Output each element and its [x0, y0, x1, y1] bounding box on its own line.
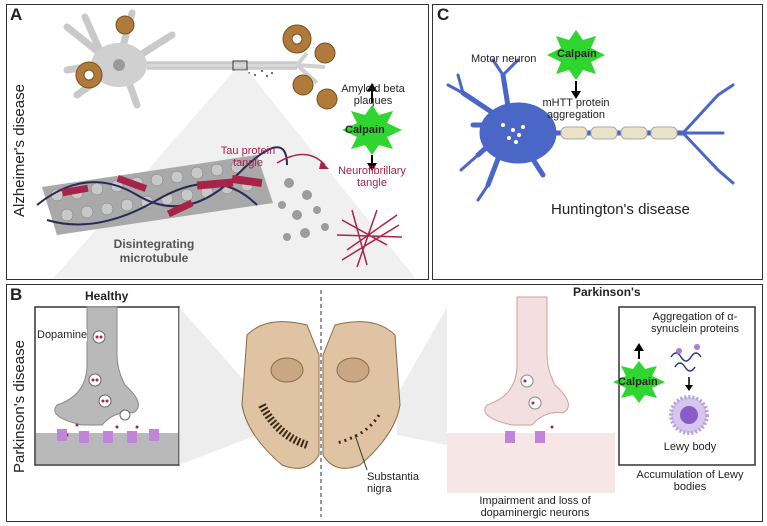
tau-label: Tau protein tangle	[220, 145, 276, 169]
myelin-segments	[560, 126, 678, 140]
aggregation-label: Aggregation of α-synuclein proteins	[650, 311, 740, 335]
impairment-label: Impairment and loss of dopaminergic neur…	[479, 495, 591, 519]
midbrain-section	[241, 321, 401, 469]
parkinson-synapse	[447, 296, 615, 493]
calpain-label-a: Calpain	[345, 124, 385, 136]
mhtt-label: mHTT protein aggregation	[542, 97, 610, 121]
calpain-burst-c	[547, 30, 605, 99]
calpain-label-b: Calpain	[618, 376, 658, 388]
amyloid-label: Amyloid beta plaques	[341, 83, 405, 107]
panel-a: A Alzheimer's disease Amyloid beta plaqu…	[6, 4, 429, 280]
microtubule	[36, 146, 288, 235]
motor-neuron	[446, 58, 735, 202]
panel-b: B Parkinson's disease Healthy Dopamine P…	[6, 284, 763, 522]
substantia-pointer	[354, 434, 368, 471]
nft-label: Neurofibrillary tangle	[338, 165, 406, 189]
panel-c-letter: C	[437, 5, 450, 24]
panel-a-letter: A	[10, 5, 23, 24]
lewy-body-label: Lewy body	[663, 441, 717, 453]
neurofibrillary-mesh	[336, 209, 403, 268]
mhtt-aggregates	[501, 123, 525, 144]
panel-a-illustration	[36, 9, 417, 280]
calpain-burst-a	[342, 83, 402, 171]
alzheimer-side-title: Alzheimer's disease	[11, 84, 28, 217]
lewy-body-graphic	[669, 395, 709, 435]
healthy-synapse	[36, 306, 178, 464]
tubulin-dots	[278, 178, 329, 241]
alpha-synuclein	[670, 344, 702, 372]
parkinson-side-title: Parkinson's disease	[11, 340, 28, 473]
panel-b-letter: B	[10, 285, 23, 304]
motor-neuron-label: Motor neuron	[471, 53, 537, 65]
accumulation-label: Accumulation of Lewy bodies	[636, 469, 744, 493]
calpain-burst-b	[613, 343, 665, 403]
panel-c-illustration	[446, 30, 735, 202]
panel-b-illustration	[34, 290, 756, 517]
huntington-title: Huntington's disease	[551, 201, 690, 218]
dopamine-label: Dopamine	[37, 329, 88, 341]
substantia-label: Substantia nigra	[367, 471, 419, 495]
microtubule-label: Disintegrating microtubule	[113, 237, 195, 265]
amyloid-plaques	[75, 15, 338, 110]
alzheimer-neuron	[63, 9, 326, 109]
parkinsons-label: Parkinson's	[573, 285, 641, 299]
healthy-label: Healthy	[85, 289, 129, 303]
panel-c: C Motor neuron Calpain mHTT protein aggr…	[432, 4, 763, 280]
calpain-label-c: Calpain	[557, 48, 597, 60]
